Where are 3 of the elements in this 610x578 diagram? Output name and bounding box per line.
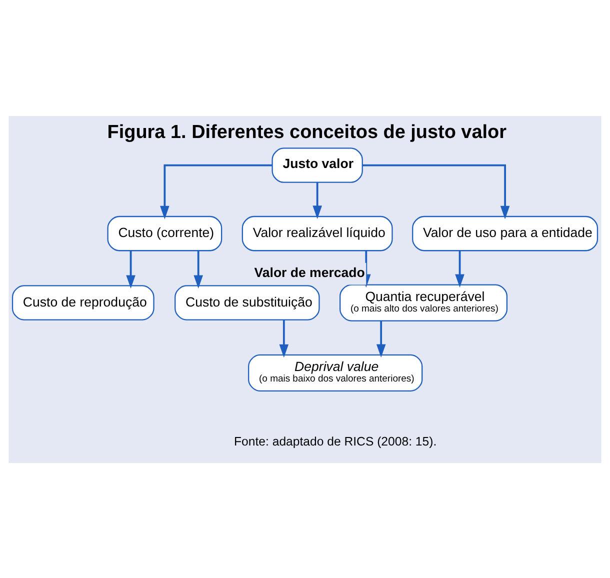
edge-label: Valor de mercado <box>254 264 365 280</box>
caption: Fonte: adaptado de RICS (2008: 15). <box>234 434 437 448</box>
diagram-title: Figura 1. Diferentes conceitos de justo valor <box>107 121 507 142</box>
